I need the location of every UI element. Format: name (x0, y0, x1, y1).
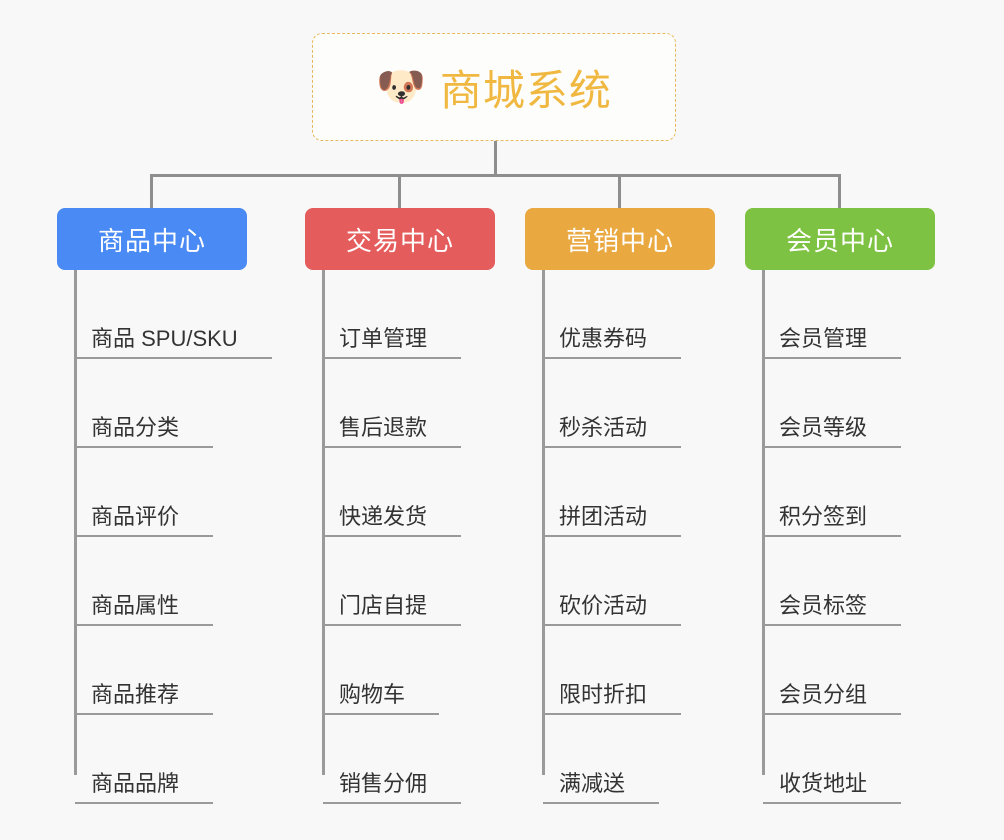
list-item[interactable]: 商品品牌 (75, 715, 247, 804)
leaf-label: 售后退款 (323, 417, 462, 448)
list-item[interactable]: 拼团活动 (543, 448, 715, 537)
leaf-spine (762, 270, 765, 775)
root-title: 商城系统 (439, 66, 612, 114)
leaf-label: 满减送 (543, 773, 660, 804)
leaf-spine (542, 270, 545, 775)
leaf-label: 快递发货 (323, 506, 462, 537)
leaf-label: 限时折扣 (543, 684, 682, 715)
leaf-label: 销售分佣 (323, 773, 462, 804)
leaf-list-marketing-center: 优惠券码 秒杀活动 拼团活动 砍价活动 限时折扣 满减送 (525, 270, 715, 804)
connector-drop-3 (618, 174, 621, 208)
connector-bus (150, 174, 840, 177)
leaf-label: 商品推荐 (75, 684, 214, 715)
leaf-label: 收货地址 (763, 773, 902, 804)
list-item[interactable]: 门店自提 (323, 537, 495, 626)
leaf-label: 砍价活动 (543, 595, 682, 626)
leaf-label: 购物车 (323, 684, 440, 715)
category-label: 交易中心 (345, 225, 454, 256)
leaf-label: 商品评价 (75, 506, 214, 537)
list-item[interactable]: 订单管理 (323, 270, 495, 359)
list-item[interactable]: 优惠券码 (543, 270, 715, 359)
category-label: 营销中心 (565, 225, 674, 256)
branch-member-center: 会员中心 会员管理 会员等级 积分签到 会员标签 会员分组 收货地址 (745, 208, 935, 804)
category-header-marketing-center[interactable]: 营销中心 (525, 208, 715, 270)
category-header-member-center[interactable]: 会员中心 (745, 208, 935, 270)
list-item[interactable]: 会员等级 (763, 359, 935, 448)
category-label: 会员中心 (785, 225, 894, 256)
category-header-trade-center[interactable]: 交易中心 (305, 208, 495, 270)
list-item[interactable]: 会员管理 (763, 270, 935, 359)
list-item[interactable]: 会员标签 (763, 537, 935, 626)
list-item[interactable]: 收货地址 (763, 715, 935, 804)
leaf-label: 会员管理 (763, 328, 902, 359)
list-item[interactable]: 销售分佣 (323, 715, 495, 804)
leaf-label: 商品 SPU/SKU (75, 328, 272, 359)
list-item[interactable]: 购物车 (323, 626, 495, 715)
leaf-label: 拼团活动 (543, 506, 682, 537)
category-header-product-center[interactable]: 商品中心 (57, 208, 247, 270)
leaf-label: 订单管理 (323, 328, 462, 359)
leaf-label: 会员标签 (763, 595, 902, 626)
list-item[interactable]: 商品属性 (75, 537, 247, 626)
list-item[interactable]: 商品评价 (75, 448, 247, 537)
list-item[interactable]: 商品 SPU/SKU (75, 270, 272, 359)
connector-drop-1 (150, 174, 153, 208)
list-item[interactable]: 会员分组 (763, 626, 935, 715)
connector-drop-4 (838, 174, 841, 208)
leaf-label: 会员等级 (763, 417, 902, 448)
list-item[interactable]: 限时折扣 (543, 626, 715, 715)
category-label: 商品中心 (97, 225, 206, 256)
list-item[interactable]: 满减送 (543, 715, 715, 804)
root-node[interactable]: 🐶 商城系统 (312, 33, 676, 141)
list-item[interactable]: 售后退款 (323, 359, 495, 448)
leaf-label: 会员分组 (763, 684, 902, 715)
branch-marketing-center: 营销中心 优惠券码 秒杀活动 拼团活动 砍价活动 限时折扣 满减送 (525, 208, 715, 804)
list-item[interactable]: 秒杀活动 (543, 359, 715, 448)
leaf-label: 秒杀活动 (543, 417, 682, 448)
leaf-label: 商品属性 (75, 595, 214, 626)
connector-drop-2 (398, 174, 401, 208)
leaf-list-member-center: 会员管理 会员等级 积分签到 会员标签 会员分组 收货地址 (745, 270, 935, 804)
leaf-label: 优惠券码 (543, 328, 682, 359)
leaf-label: 商品品牌 (75, 773, 214, 804)
leaf-list-product-center: 商品 SPU/SKU 商品分类 商品评价 商品属性 商品推荐 商品品牌 (57, 270, 272, 804)
leaf-label: 商品分类 (75, 417, 214, 448)
list-item[interactable]: 积分签到 (763, 448, 935, 537)
leaf-label: 门店自提 (323, 595, 462, 626)
list-item[interactable]: 砍价活动 (543, 537, 715, 626)
branch-trade-center: 交易中心 订单管理 售后退款 快递发货 门店自提 购物车 销售分佣 (305, 208, 495, 804)
list-item[interactable]: 商品分类 (75, 359, 247, 448)
leaf-list-trade-center: 订单管理 售后退款 快递发货 门店自提 购物车 销售分佣 (305, 270, 495, 804)
list-item[interactable]: 商品推荐 (75, 626, 247, 715)
leaf-spine (74, 270, 77, 775)
leaf-spine (322, 270, 325, 775)
dog-face-icon: 🐶 (376, 65, 426, 109)
connector-root-trunk (494, 141, 497, 177)
leaf-label: 积分签到 (763, 506, 902, 537)
branch-product-center: 商品中心 商品 SPU/SKU 商品分类 商品评价 商品属性 商品推荐 商品品牌 (57, 208, 272, 804)
list-item[interactable]: 快递发货 (323, 448, 495, 537)
